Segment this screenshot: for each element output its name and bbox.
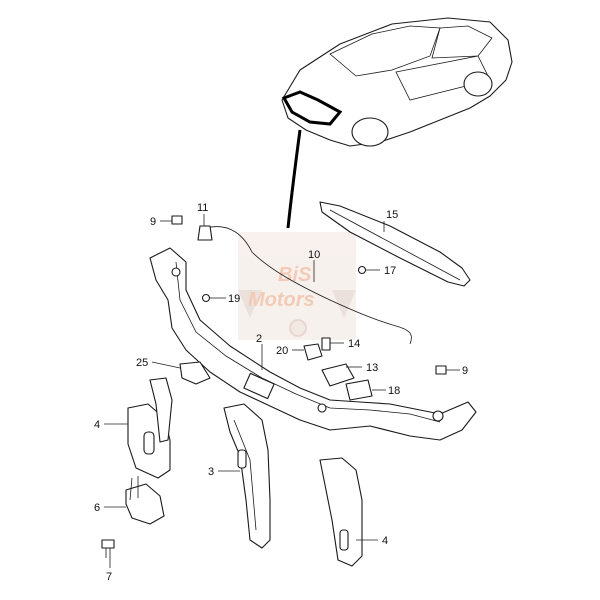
part-6-shape <box>125 483 165 525</box>
label-9-right: 9 <box>462 365 468 377</box>
part-13-bracket <box>321 363 355 387</box>
watermark-logo-icon <box>289 319 307 337</box>
hardware <box>171 215 447 401</box>
part-7-bolt <box>101 539 115 558</box>
watermark-line2: Motors <box>248 289 315 311</box>
part-6-hook <box>129 476 139 501</box>
label-9-left: 9 <box>150 216 156 228</box>
label-18: 18 <box>388 385 400 397</box>
label-3: 3 <box>208 466 214 478</box>
part-14-bolt <box>321 337 331 351</box>
car-rear-wheel <box>463 71 493 97</box>
label-2: 2 <box>256 333 262 345</box>
car-pointer-line <box>286 129 302 229</box>
label-25: 25 <box>136 357 148 369</box>
leader-lines <box>104 214 460 568</box>
car-side-windows <box>431 25 493 59</box>
label-6: 6 <box>94 502 100 514</box>
label-17: 17 <box>384 265 396 277</box>
callout-labels: 9 11 15 10 17 19 2 20 14 25 13 9 18 4 3 … <box>94 202 468 583</box>
part-15-edge <box>329 209 461 281</box>
leader-25 <box>151 361 181 369</box>
part-2-inner-edge <box>175 261 441 423</box>
part-11-clip <box>197 225 213 241</box>
part-6-hood-latch <box>125 476 165 525</box>
part-3-ridge <box>233 419 257 531</box>
part-4-right-shape <box>319 457 363 567</box>
part-4-right-panel <box>319 457 363 567</box>
label-13: 13 <box>366 362 378 374</box>
label-4-right: 4 <box>382 535 388 547</box>
label-7: 7 <box>106 571 112 583</box>
watermark-line1: BiS <box>278 264 312 286</box>
car-front-wheel <box>351 117 389 147</box>
part-9-right-clip <box>435 365 447 375</box>
car-radiator-support-highlight <box>281 90 343 126</box>
watermark-triangle-left <box>238 290 262 318</box>
label-11: 11 <box>197 202 208 214</box>
part-3-slot <box>237 449 247 469</box>
label-19: 19 <box>228 293 240 305</box>
part-2-mount-hole-left <box>171 267 181 277</box>
part-4-left-upright <box>149 377 173 443</box>
part-2-mount-hole-right <box>432 410 444 422</box>
part-17-screw <box>357 265 367 275</box>
part-25-bracket <box>179 361 211 385</box>
part-2-center-hole <box>317 403 327 413</box>
part-4-right-slot <box>339 529 349 551</box>
part-2-crossmember <box>149 247 477 441</box>
label-14: 14 <box>348 338 360 350</box>
part-19-screw <box>201 293 211 303</box>
part-10-cable <box>205 226 412 345</box>
label-20: 20 <box>276 345 288 357</box>
label-10: 10 <box>308 249 320 261</box>
part-7-shank <box>105 548 111 558</box>
part-4-left-panel <box>127 377 173 479</box>
car-windshield <box>329 25 441 77</box>
watermark-triangle-right <box>332 290 356 318</box>
label-15: 15 <box>386 209 398 221</box>
part-20-fastener <box>303 343 323 361</box>
part-18-bracket <box>345 379 373 401</box>
watermark: BiS Motors <box>238 232 356 340</box>
part-7-head <box>101 539 115 549</box>
part-15-upper-cover <box>319 201 471 287</box>
part-2-latch-bracket <box>243 372 275 400</box>
part-9-left-clip <box>171 215 183 225</box>
part-3-shape <box>223 403 271 549</box>
part-4-left-slot <box>143 431 155 455</box>
label-4-left: 4 <box>94 419 100 431</box>
part-3-center-support <box>223 403 271 549</box>
car-illustration <box>281 17 513 229</box>
